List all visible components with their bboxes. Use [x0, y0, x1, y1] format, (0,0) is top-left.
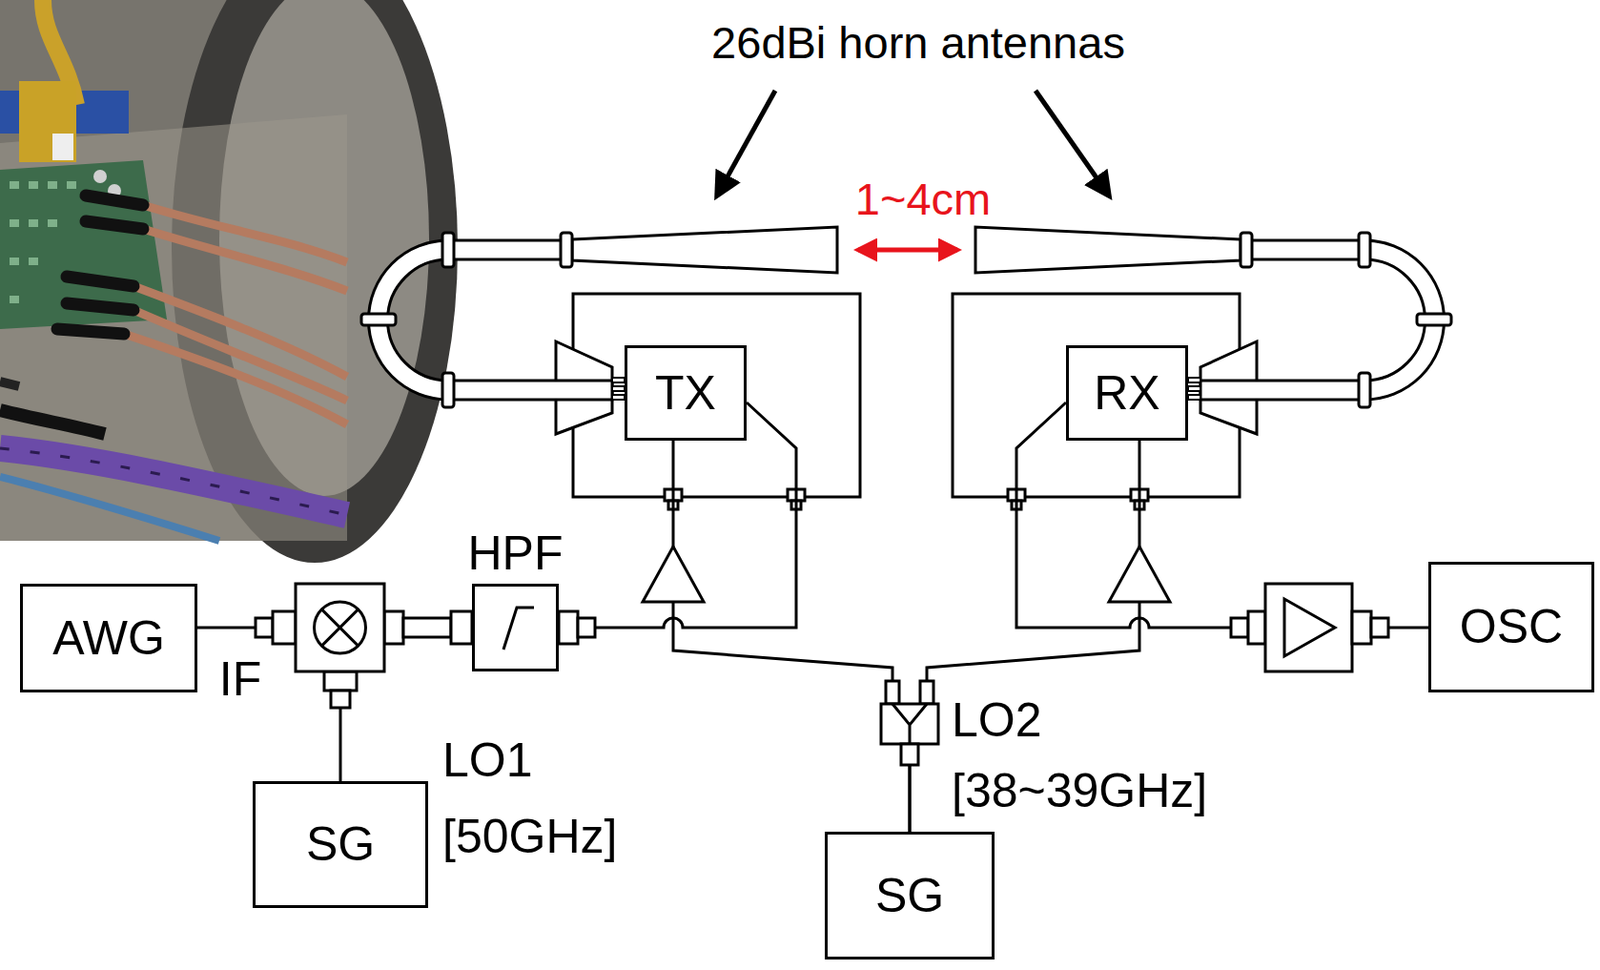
- node-text: OSC: [1459, 600, 1563, 654]
- filter-box: [471, 583, 559, 672]
- amplifier-symbol: [1108, 546, 1170, 602]
- hpf-connector: [558, 611, 595, 644]
- distance-arrow: [858, 247, 958, 253]
- sg-box: SG: [824, 831, 995, 960]
- node-text: SG: [875, 869, 944, 923]
- signal-name-holder: LO1: [442, 734, 534, 787]
- rx-block: RX: [1066, 345, 1189, 441]
- node-text: TX: [655, 367, 717, 420]
- frequency-label: [38~39GHz]: [951, 763, 1208, 818]
- pointer-arrow: [717, 90, 776, 196]
- callout-text: 26dBi horn antennas: [711, 17, 1126, 68]
- node-text: HPF: [468, 527, 564, 580]
- amplifier-symbol: [1230, 583, 1389, 672]
- awg-box: AWG: [20, 583, 198, 693]
- node-text: AWG: [52, 612, 165, 665]
- osc-box: OSC: [1428, 561, 1595, 693]
- highpass-symbol: [474, 586, 556, 669]
- rx-waveguide-horn: [952, 226, 1452, 510]
- callout-text-holder: 26dBi horn antennas: [711, 18, 1126, 68]
- sg-box: SG: [252, 780, 429, 908]
- hpf-box: HPF: [468, 527, 564, 672]
- mixer-symbol: [255, 583, 472, 708]
- node-text: SG: [306, 818, 375, 871]
- amplifier-symbol: [642, 546, 704, 602]
- signal-wire: [673, 440, 910, 832]
- pointer-arrow: [1035, 90, 1109, 196]
- tx-waveguide-horn: [361, 226, 861, 510]
- signal-name: LO1: [442, 733, 534, 787]
- frequency-label-holder: [50GHz]: [442, 810, 617, 863]
- signal-name: IF: [219, 652, 262, 706]
- signal-name-holder: IF: [219, 653, 262, 706]
- signal-name: LO2: [951, 693, 1043, 747]
- power-splitter: [881, 680, 939, 765]
- frequency-label: [50GHz]: [442, 809, 617, 863]
- distance-label: 1~4cm: [855, 173, 991, 225]
- node-text: RX: [1093, 367, 1160, 420]
- distance-label-holder: 1~4cm: [855, 174, 991, 225]
- tx-block: TX: [624, 345, 747, 441]
- frequency-label-holder: [38~39GHz]: [951, 764, 1208, 818]
- signal-name-holder: LO2: [951, 694, 1043, 747]
